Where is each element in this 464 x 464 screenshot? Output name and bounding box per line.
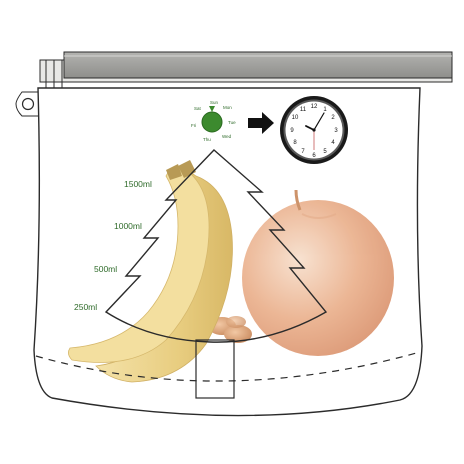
- arrow-right-icon: [248, 112, 274, 134]
- dial-day-mon: Mon: [223, 105, 232, 110]
- svg-text:12: 12: [311, 104, 318, 110]
- dial-day-wed: Wed: [222, 134, 232, 139]
- dial-day-fri: Fri: [191, 123, 196, 128]
- bananas: [68, 160, 233, 383]
- svg-text:2: 2: [331, 115, 335, 121]
- svg-text:11: 11: [300, 107, 307, 113]
- svg-text:10: 10: [292, 115, 299, 121]
- volume-mark-500: 500ml: [94, 264, 117, 274]
- dial-day-thu: Thu: [203, 137, 211, 142]
- svg-text:9: 9: [290, 128, 294, 134]
- dial-day-sat: Sat: [194, 106, 202, 111]
- svg-text:8: 8: [293, 140, 297, 146]
- svg-text:6: 6: [312, 153, 316, 159]
- zipper-header: [39, 51, 453, 88]
- volume-mark-1500: 1500ml: [124, 179, 152, 189]
- bottom-tab: [195, 339, 235, 399]
- date-dial-knob: [201, 111, 223, 133]
- date-dial: Sun Mon Tue Wed Thu Fri Sat: [191, 100, 236, 142]
- svg-text:1: 1: [323, 107, 327, 113]
- volume-mark-1000: 1000ml: [114, 221, 142, 231]
- wall-clock-icon: 12 1 2 3 4 5 6 7 8 9 10 11: [280, 96, 348, 164]
- volume-mark-250: 250ml: [74, 302, 97, 312]
- svg-text:5: 5: [323, 149, 327, 155]
- dial-day-tue: Tue: [228, 120, 236, 125]
- tree-shaped-window: [104, 149, 328, 343]
- svg-text:3: 3: [334, 128, 338, 134]
- svg-text:4: 4: [331, 140, 335, 146]
- svg-text:7: 7: [301, 149, 305, 155]
- hanging-hole-icon: [15, 91, 38, 117]
- dial-day-sun: Sun: [210, 100, 219, 105]
- apple: [242, 189, 394, 356]
